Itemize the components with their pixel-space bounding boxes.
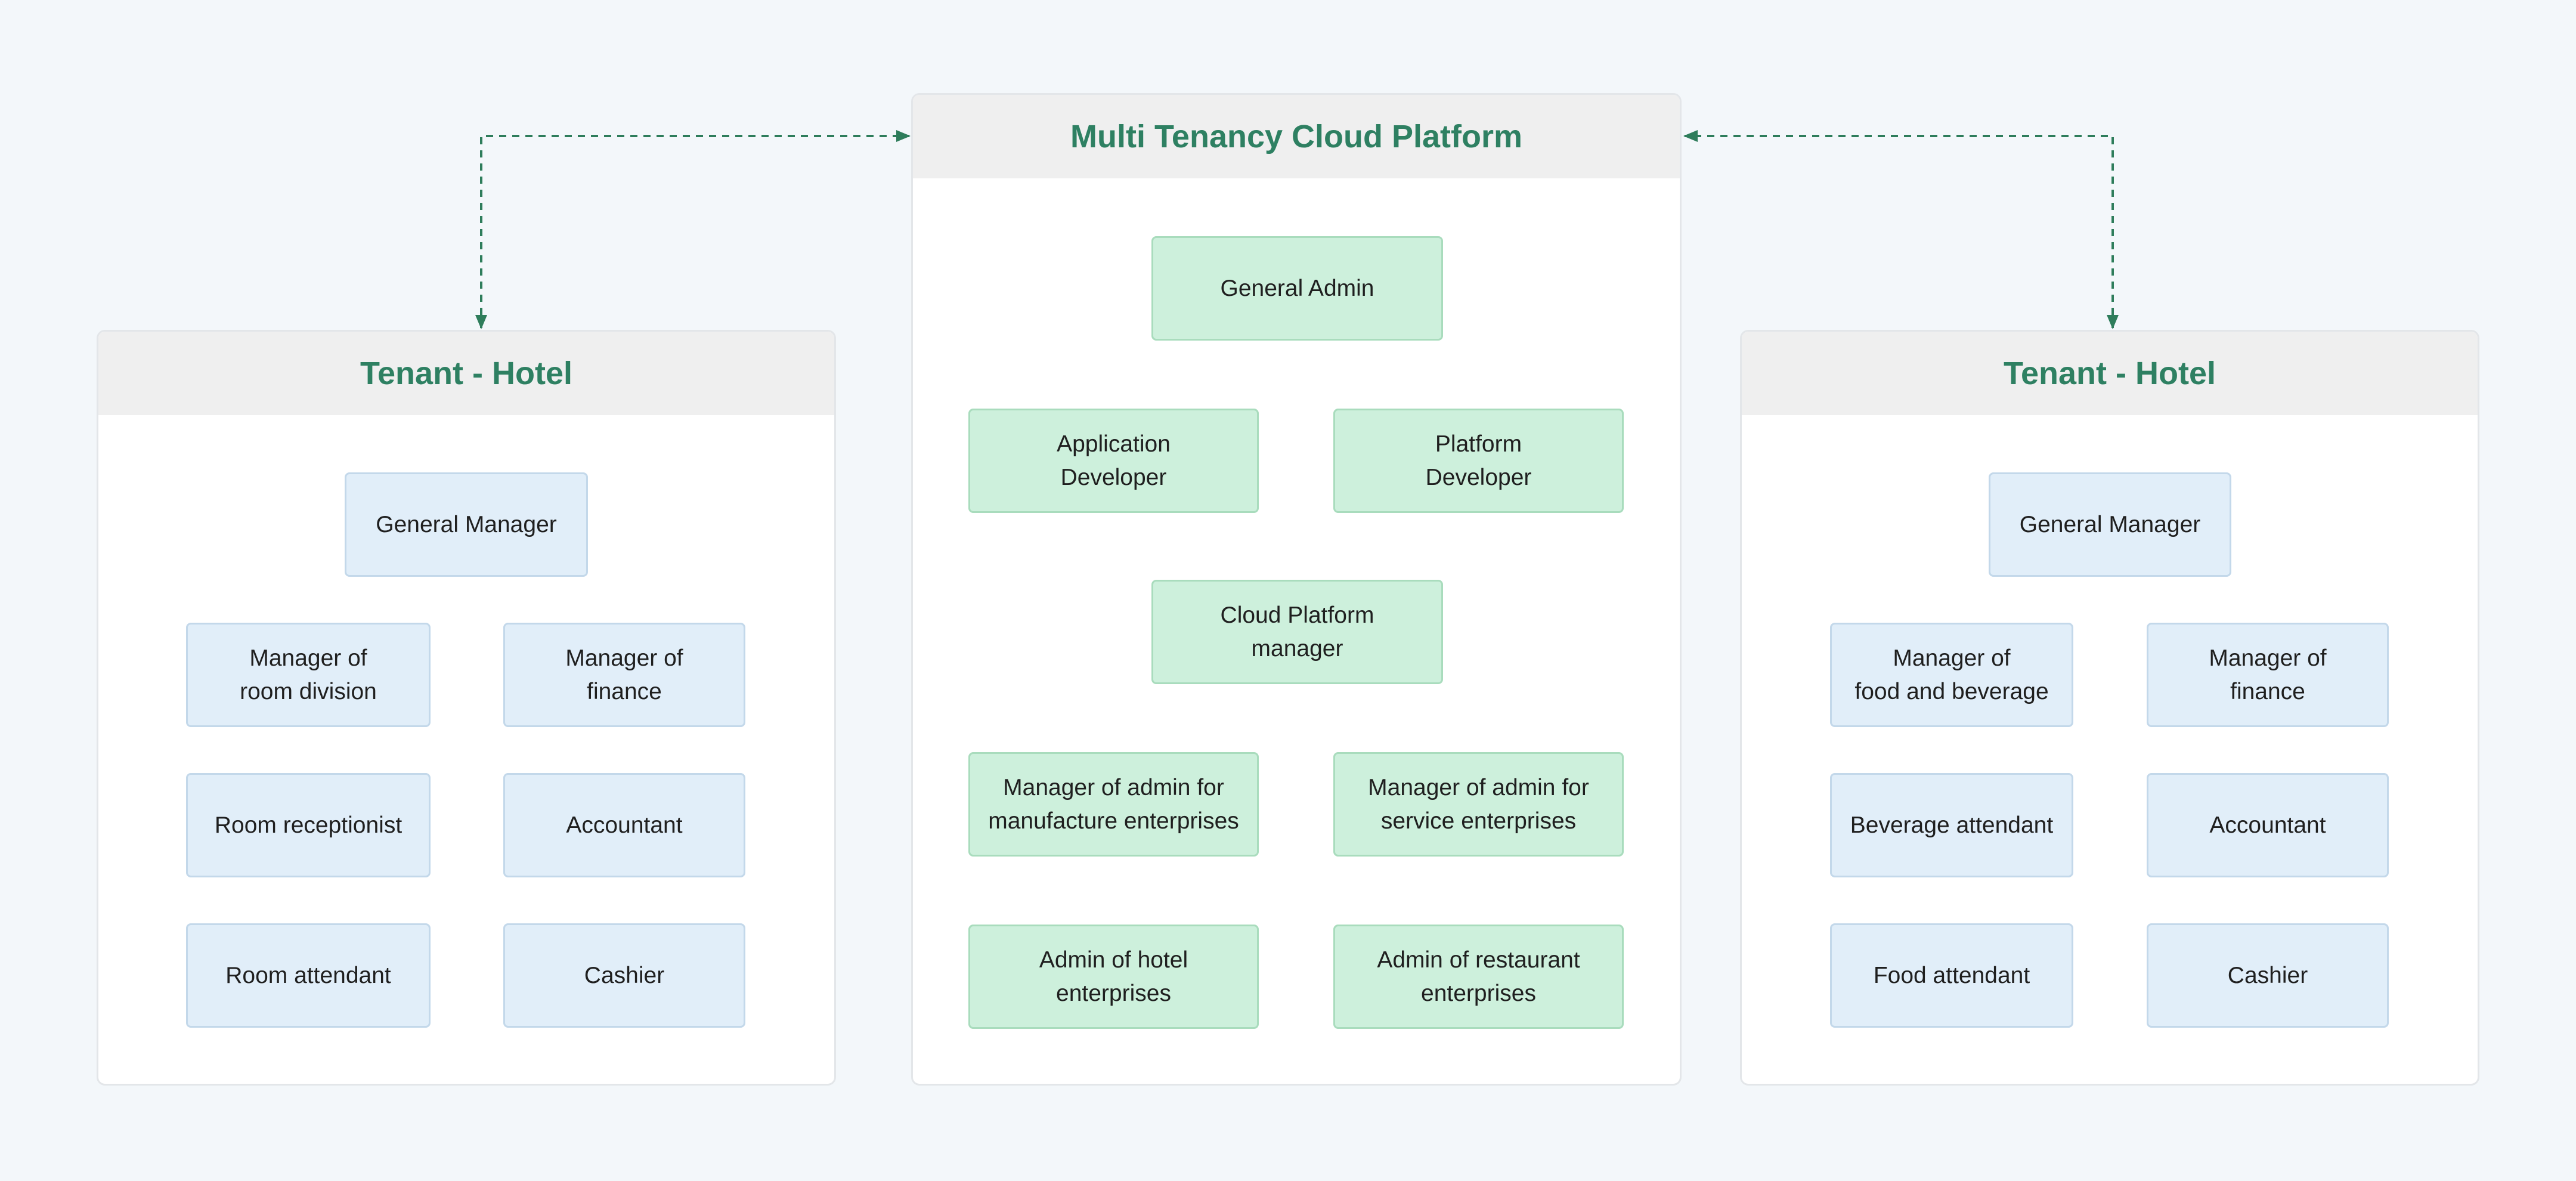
link-left-tenant-to-platform [475,130,911,329]
node-general-manager-left: General Manager [345,472,588,577]
left-tenant-title: Tenant - Hotel [98,332,834,415]
node-application-developer: Application Developer [968,409,1259,513]
node-accountant-left: Accountant [503,773,745,877]
node-manager-admin-manufacture: Manager of admin for manufacture enterpr… [968,752,1259,857]
node-cashier-left: Cashier [503,923,745,1028]
node-room-attendant: Room attendant [186,923,431,1028]
node-food-attendant: Food attendant [1830,923,2073,1028]
node-cashier-right: Cashier [2147,923,2389,1028]
node-manager-finance-left: Manager of finance [503,623,745,727]
node-general-manager-right: General Manager [1989,472,2231,577]
node-manager-admin-service: Manager of admin for service enterprises [1333,752,1624,857]
node-manager-finance-right: Manager of finance [2147,623,2389,727]
node-general-admin: General Admin [1151,236,1443,341]
node-cloud-platform-manager: Cloud Platform manager [1151,580,1443,684]
right-tenant-title: Tenant - Hotel [1742,332,2478,415]
platform-title: Multi Tenancy Cloud Platform [913,95,1680,178]
node-manager-food-beverage: Manager of food and beverage [1830,623,2073,727]
node-admin-hotel: Admin of hotel enterprises [968,925,1259,1029]
link-right-tenant-to-platform [1683,130,2119,329]
node-beverage-attendant: Beverage attendant [1830,773,2073,877]
node-room-receptionist: Room receptionist [186,773,431,877]
node-admin-restaurant: Admin of restaurant enterprises [1333,925,1624,1029]
node-accountant-right: Accountant [2147,773,2389,877]
node-platform-developer: Platform Developer [1333,409,1624,513]
node-manager-room-division: Manager of room division [186,623,431,727]
